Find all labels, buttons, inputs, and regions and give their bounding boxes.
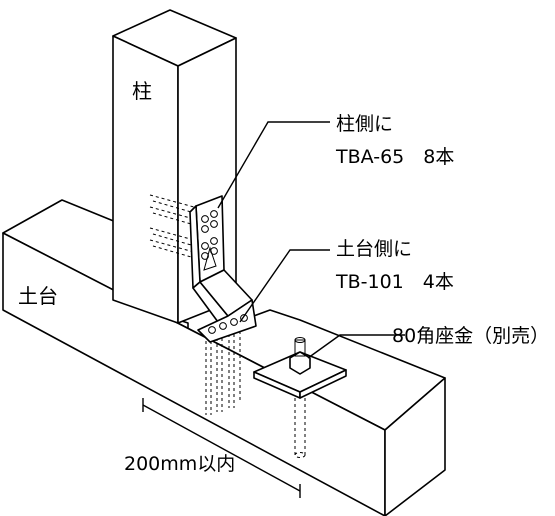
- sill-screws-hidden: [205, 325, 241, 415]
- sill-side-screws: TB-101 4本: [335, 271, 454, 293]
- post-side-label: 柱側に: [336, 113, 393, 135]
- dimension-line: [142, 398, 301, 498]
- post-side-screws: TBA-65 8本: [335, 146, 454, 168]
- sill-side-label: 土台側に: [336, 238, 412, 260]
- leader-lines: [217, 121, 405, 359]
- hold-down-bracket: [189, 195, 257, 343]
- sill-label: 土台: [18, 284, 58, 308]
- anchor-bolt: [253, 337, 347, 458]
- distance-label: 200mm以内: [124, 453, 235, 475]
- washer-label: 80角座金（別売）: [392, 325, 549, 347]
- post-label: 柱: [132, 79, 152, 103]
